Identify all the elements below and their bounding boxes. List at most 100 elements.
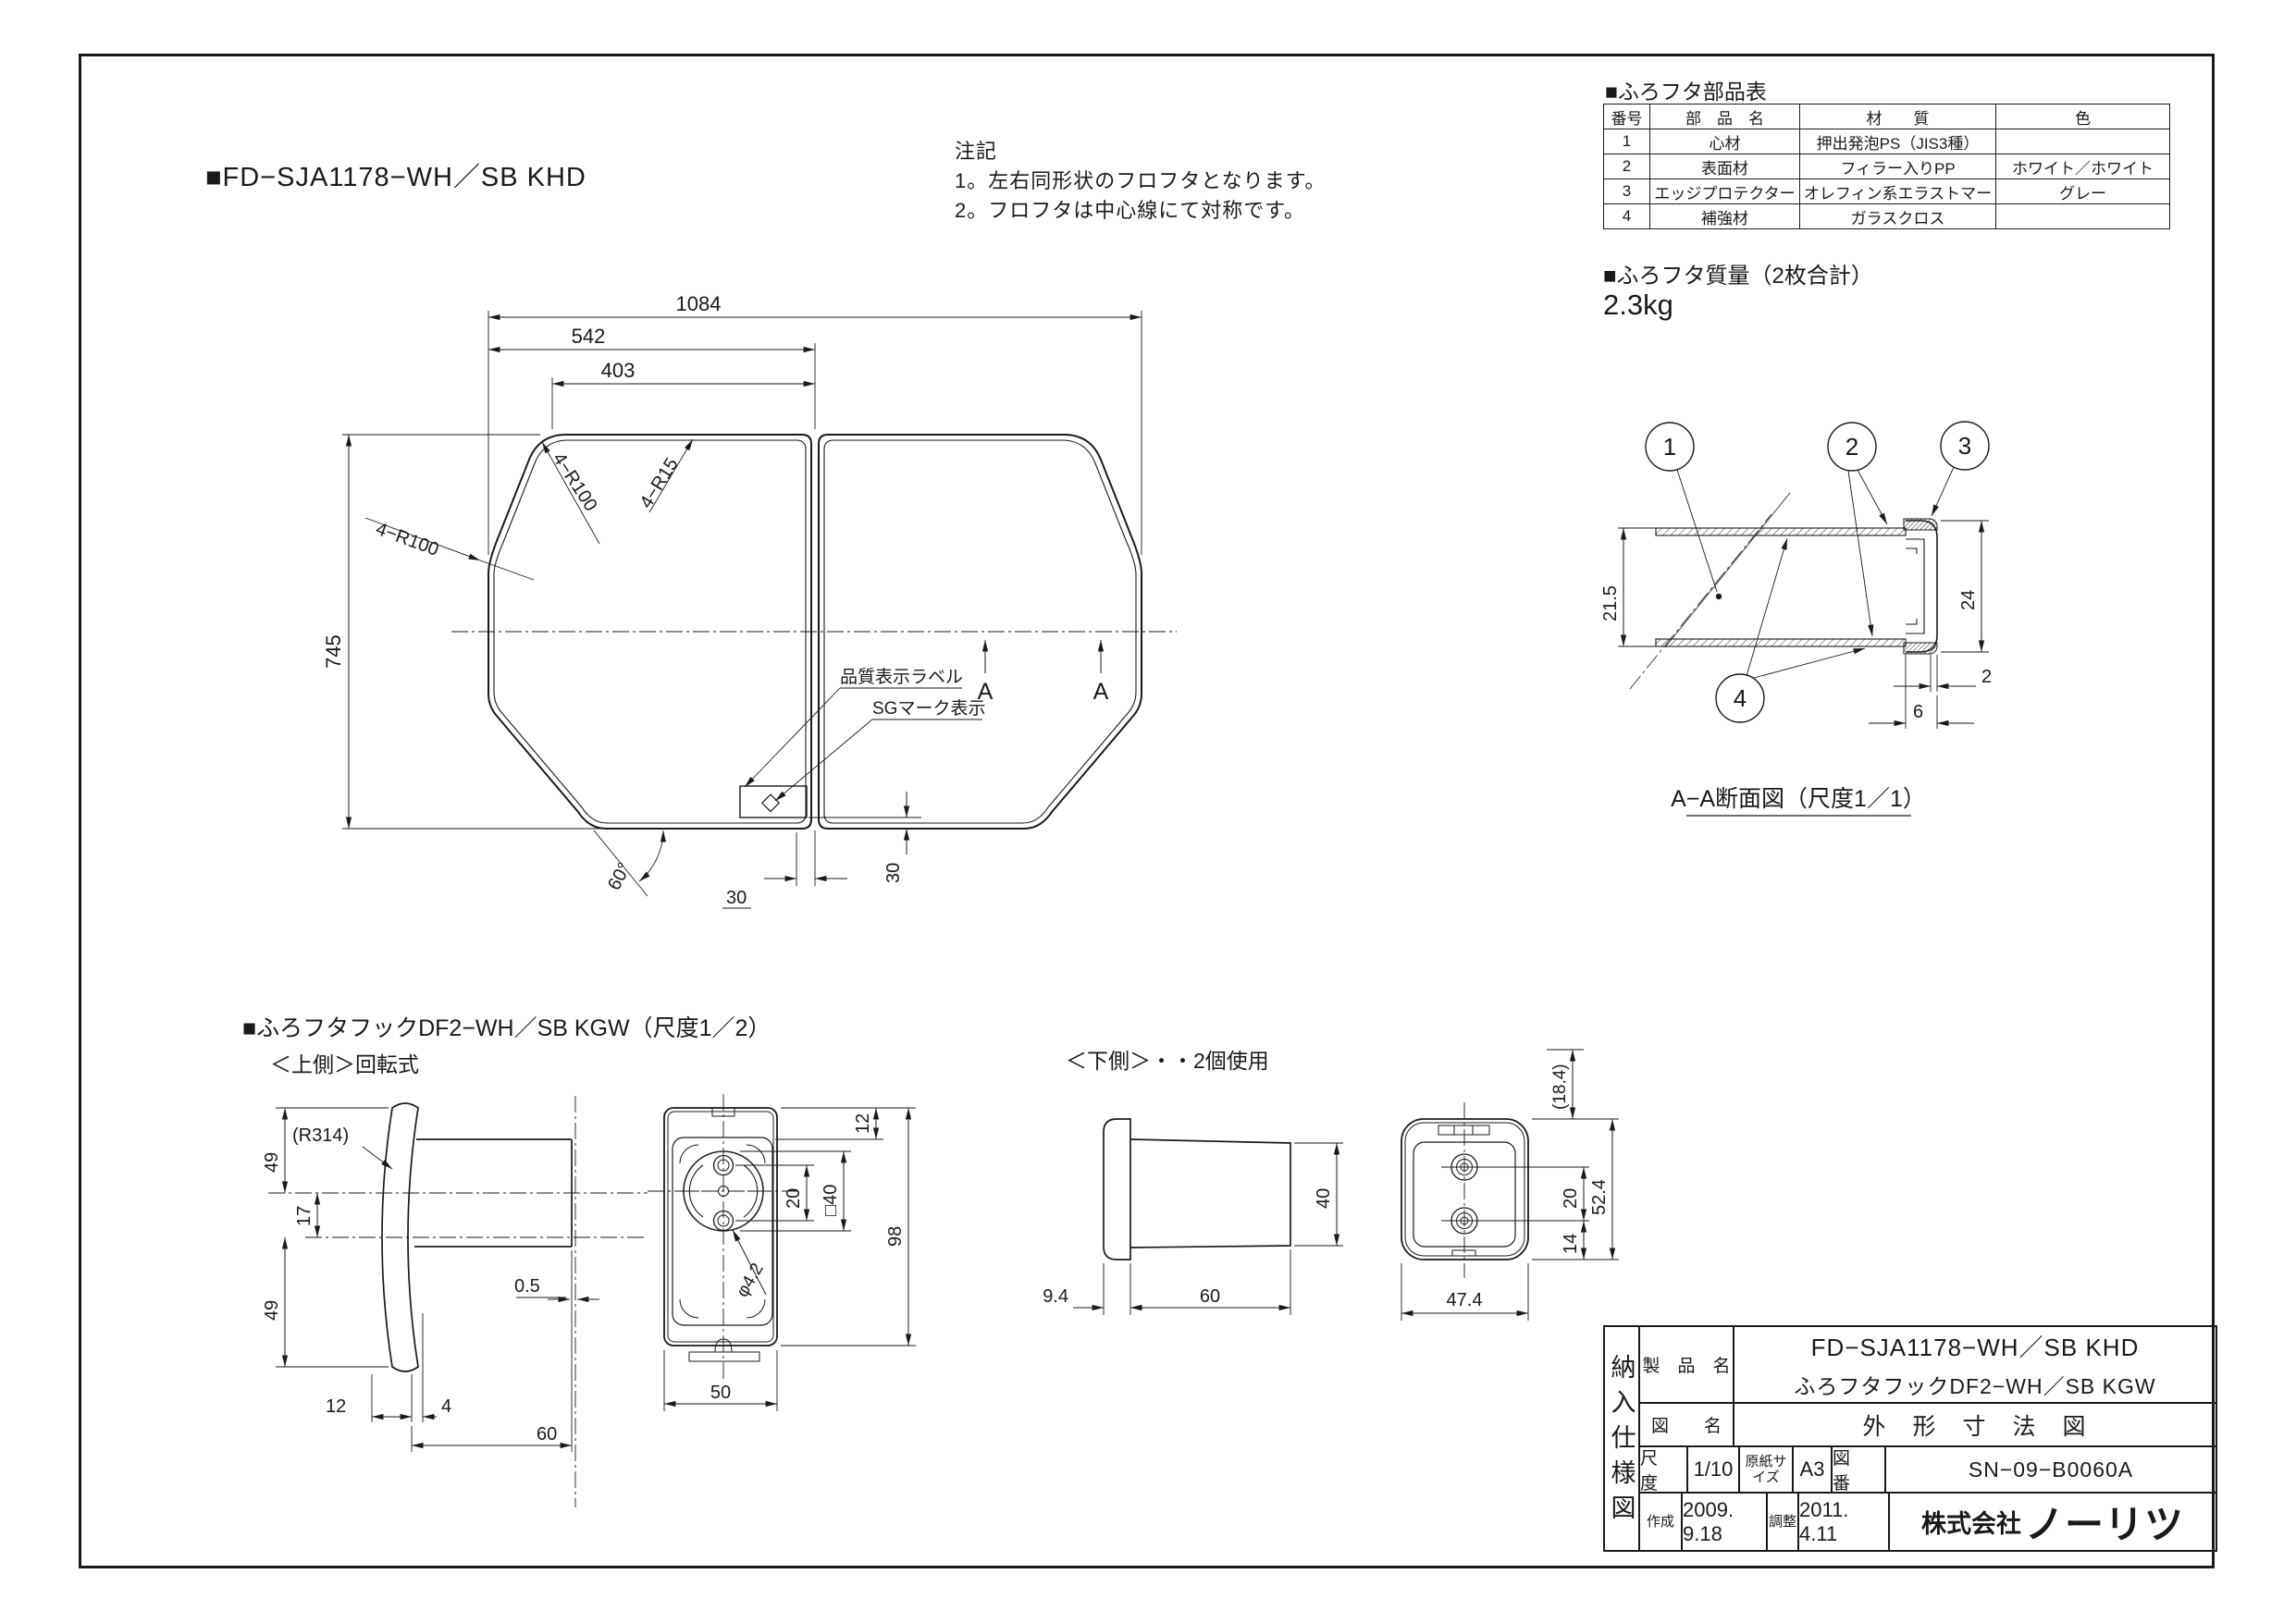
- section-aa-view: 1 2 3 4 21.5 24 2 6 A−A断面図（尺度1／1）: [1600, 421, 1992, 817]
- dim-20-lower: 20: [1561, 1188, 1581, 1209]
- title-block: 納入仕様図 製 品 名 FD−SJA1178−WH／SB KHD ふろフタフック…: [1603, 1325, 2217, 1552]
- hook-upper-subtitle: ＜上側＞回転式: [270, 1052, 419, 1076]
- lid-plan-view: 1084 542 403 745 4−R100 4−R100 4−R15 60°…: [322, 292, 1177, 909]
- col-no: 番号: [1603, 104, 1650, 129]
- cell-color: ホワイト／ホワイト: [1995, 154, 2170, 179]
- notes-heading: 注記: [955, 140, 998, 163]
- cell-color: [1995, 129, 2170, 154]
- parts-table-title: ■ふろフタ部品表: [1605, 80, 1767, 104]
- col-color: 色: [1995, 104, 2170, 129]
- radius-label-top: 4−R100: [549, 449, 601, 515]
- dim-98: 98: [885, 1226, 906, 1247]
- hook-upper-side-view: (R314) 49 17 49 0.5 12 4 60: [262, 1096, 648, 1507]
- dim-52-4: 52.4: [1589, 1179, 1610, 1215]
- hook-title: ■ふろフタフックDF2−WH／SB KGW（尺度1／2）: [242, 1015, 772, 1041]
- section-mark-a1: A: [978, 679, 994, 705]
- drawing-name: 外 形 寸 法 図: [1862, 1413, 2088, 1440]
- hook-lower-side-view: 40 9.4 60: [1043, 1118, 1343, 1315]
- section-mark-a2: A: [1093, 679, 1109, 705]
- radius-label-r15: 4−R15: [636, 455, 683, 512]
- product-names: FD−SJA1178−WH／SB KHD ふろフタフックDF2−WH／SB KG…: [1734, 1327, 2216, 1402]
- created-label: 作成: [1640, 1494, 1683, 1550]
- dim-49-bottom: 49: [262, 1300, 282, 1321]
- company-name: ノーリツ: [2024, 1503, 2184, 1546]
- dim-12-side: 12: [326, 1396, 346, 1417]
- dim-60-side: 60: [537, 1424, 557, 1445]
- table-row: 1 心材 押出発泡PS（JIS3種）: [1603, 129, 2170, 154]
- dim-0-5: 0.5: [514, 1276, 540, 1297]
- hook-lower-front-view: (18.4) 20 14 52.4 47.4: [1401, 1049, 1619, 1321]
- parts-table: 番号 部 品 名 材 質 色 1 心材 押出発泡PS（JIS3種） 2 表面材 …: [1603, 104, 2170, 229]
- dim-20: 20: [784, 1188, 804, 1209]
- table-row: 4 補強材 ガラスクロス: [1603, 203, 2170, 229]
- cell-material: ガラスクロス: [1799, 203, 1996, 229]
- balloon-3: 3: [1958, 432, 1971, 460]
- cell-no: 3: [1603, 178, 1650, 204]
- cell-no: 2: [1603, 154, 1650, 179]
- dim-17: 17: [294, 1206, 315, 1226]
- cell-color: グレー: [1995, 178, 2170, 204]
- balloon-4: 4: [1734, 684, 1747, 712]
- cell-no: 4: [1603, 203, 1650, 229]
- company-logo: 株式会社 ノーリツ: [1890, 1494, 2216, 1550]
- hook-upper-front-view: 20 □40 12 98 φ4.2 50: [648, 1094, 916, 1411]
- dim-24: 24: [1958, 590, 1979, 610]
- cell-name: 表面材: [1649, 154, 1800, 179]
- dim-21-5: 21.5: [1600, 585, 1621, 621]
- product-name-label: 製 品 名: [1640, 1327, 1734, 1403]
- product-name-1: FD−SJA1178−WH／SB KHD: [1810, 1334, 2140, 1362]
- dim-18-4: (18.4): [1550, 1064, 1570, 1110]
- cell-material: フィラー入りPP: [1799, 154, 1996, 179]
- dim-47-4: 47.4: [1447, 1290, 1483, 1310]
- dim-gap-30: 30: [726, 888, 747, 908]
- page-title: ■FD−SJA1178−WH／SB KHD: [205, 163, 586, 192]
- hook-lower-subtitle: ＜下側＞・・2個使用: [1066, 1049, 1269, 1073]
- cell-name: 補強材: [1649, 203, 1800, 229]
- dim-542: 542: [572, 325, 606, 348]
- dim-sq40: □40: [821, 1185, 841, 1216]
- cell-color: [1995, 203, 2170, 229]
- table-row: 2 表面材 フィラー入りPP ホワイト／ホワイト: [1603, 154, 2170, 179]
- col-material: 材 質: [1799, 104, 1996, 129]
- scale-value: 1/10: [1688, 1447, 1740, 1492]
- parts-table-header-row: 番号 部 品 名 材 質 色: [1603, 104, 2170, 129]
- drawing-name-label: 図 名: [1640, 1404, 1734, 1445]
- dim-9-4: 9.4: [1043, 1286, 1068, 1307]
- company-prefix: 株式会社: [1920, 1510, 2021, 1538]
- dim-745: 745: [322, 634, 345, 669]
- paper-size-label: 原紙サイズ: [1740, 1447, 1794, 1492]
- table-row: 3 エッジプロテクター オレフィン系エラストマー グレー: [1603, 178, 2170, 204]
- dim-40: 40: [1314, 1188, 1334, 1209]
- cell-material: 押出発泡PS（JIS3種）: [1799, 129, 1996, 154]
- dim-label-off-30: 30: [883, 863, 904, 883]
- product-name-2: ふろフタフックDF2−WH／SB KGW: [1794, 1374, 2156, 1399]
- dim-4: 4: [441, 1396, 451, 1417]
- sg-mark-note: SGマーク表示: [872, 698, 985, 719]
- notes-line-1: 1。左右同形状のフロフタとなります。: [955, 169, 1327, 192]
- dim-60-lower: 60: [1200, 1286, 1220, 1307]
- cell-name: エッジプロテクター: [1649, 178, 1800, 204]
- dim-50: 50: [710, 1383, 731, 1403]
- doc-type-vertical: 納入仕様図: [1605, 1327, 1640, 1550]
- dim-1084: 1084: [676, 292, 722, 315]
- drawing-number-value: SN−09−B0060A: [1968, 1457, 2134, 1482]
- notes: 注記 1。左右同形状のフロフタとなります。 2。フロフタは中心線にて対称です。: [955, 137, 1326, 226]
- angle-60: 60°: [604, 859, 636, 893]
- dim-r314: (R314): [292, 1125, 349, 1146]
- created-date: 2009. 9.18: [1683, 1494, 1768, 1550]
- balloon-1: 1: [1663, 433, 1676, 461]
- section-caption: A−A断面図（尺度1／1）: [1671, 786, 1926, 812]
- dim-403: 403: [601, 359, 636, 382]
- adjusted-label: 調整: [1768, 1494, 1799, 1550]
- balloon-2: 2: [1845, 433, 1858, 461]
- quality-label-note: 品質表示ラベル: [840, 667, 963, 687]
- weight-title: ■ふろフタ質量（2枚合計）: [1603, 264, 1873, 289]
- dim-2: 2: [1981, 667, 1992, 687]
- paper-size-value: A3: [1794, 1447, 1833, 1492]
- drawing-number-label: 図 番: [1833, 1447, 1886, 1492]
- weight-value: 2.3kg: [1603, 289, 1673, 321]
- sheet-border: [79, 54, 2215, 1568]
- dim-6: 6: [1913, 702, 1923, 722]
- radius-label-left: 4−R100: [373, 519, 441, 560]
